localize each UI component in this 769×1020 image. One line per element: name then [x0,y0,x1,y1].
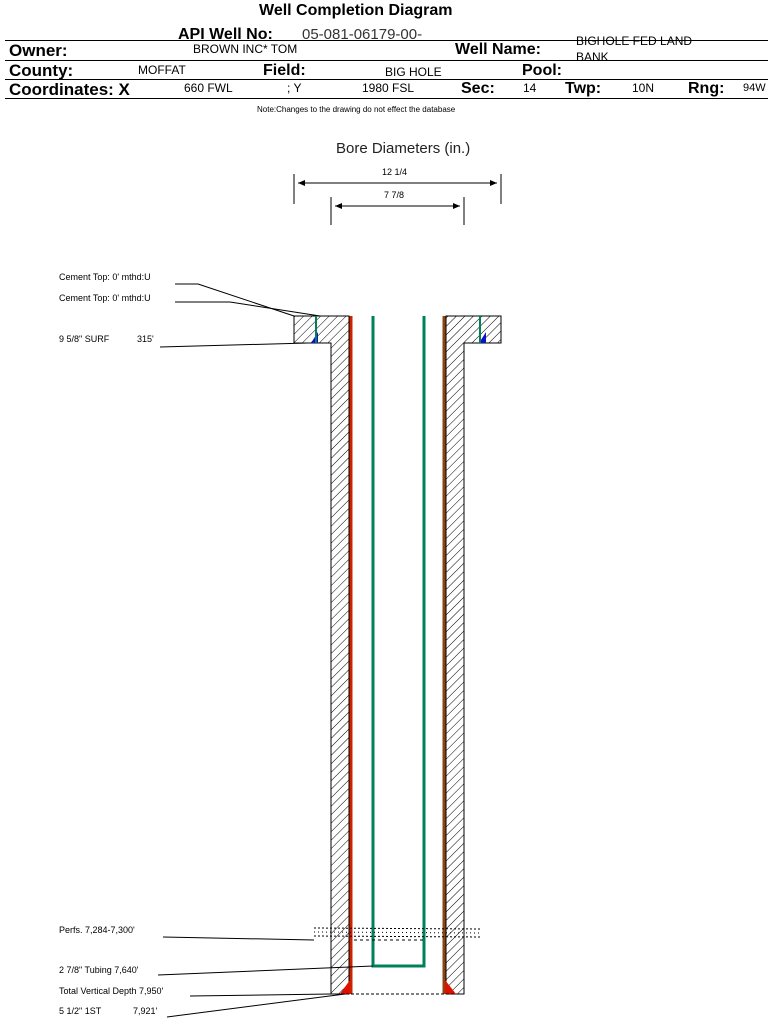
outer-bore-dimension [293,174,502,204]
county-value: MOFFAT [138,63,186,77]
production-casing-depth: 7,921' [133,1006,158,1016]
cement-top-label-1: Cement Top: 0' mthd:U [59,272,151,282]
bore-diameters-title: Bore Diameters (in.) [336,140,471,157]
inner-bore-dimension [330,197,465,225]
owner-label: Owner: [9,41,68,60]
page-title: Well Completion Diagram [259,2,453,19]
field-label: Field: [263,62,306,79]
sec-value: 14 [523,81,537,95]
pool-label: Pool: [522,62,562,79]
well-name-label: Well Name: [455,41,541,58]
api-label: API Well No: [178,26,273,43]
coordinates-label: Coordinates: X [9,80,130,99]
tubing-string [371,316,426,968]
bottom-cement-right [445,980,456,994]
leader-cement-top-1-b [197,283,295,317]
owner-value: BROWN INC* TOM [193,42,298,56]
twp-value: 10N [632,81,655,95]
tubing-label: 2 7/8" Tubing 7,640' [59,965,139,975]
leader-tvd [189,993,332,997]
coord-y-label: ; Y [287,81,302,95]
leader-tubing [157,965,374,976]
surface-hole-left [293,315,350,995]
bottom-cement-left [340,980,350,994]
tvd-label: Total Vertical Depth 7,950' [59,986,164,996]
rng-value: 94W [743,82,766,94]
perfs-label: Perfs. 7,284-7,300' [59,925,135,935]
inner-bore-label: 7 7/8 [384,190,405,200]
sec-label: Sec: [461,80,495,97]
note-text: Note:Changes to the drawing do not effec… [257,105,456,114]
cement-top-label-2: Cement Top: 0' mthd:U [59,293,151,303]
surface-casing-label: 9 5/8" SURF [59,334,110,344]
field-value: BIG HOLE [385,65,442,79]
twp-label: Twp: [565,80,602,97]
api-value: 05-081-06179-00- [302,26,423,43]
surface-hole-right [445,315,502,995]
header-rule-3 [5,79,768,80]
leader-surf-casing [159,342,309,348]
header-rule-4 [5,98,768,99]
perforations [313,927,483,941]
header-rule-2 [5,60,768,61]
rng-label: Rng: [688,80,725,97]
leader-cement-top-2-b [229,301,321,317]
leader-perfs [162,936,315,941]
county-label: County: [9,61,74,80]
production-casing-label: 5 1/2" 1ST [59,1006,102,1016]
surface-casing-depth: 315' [137,334,154,344]
coord-x-value: 660 FWL [184,81,233,95]
coord-y-value: 1980 FSL [362,81,415,95]
leader-production-casing [166,993,346,1018]
outer-bore-label: 12 1/4 [382,167,408,177]
well-name-value-line1: BIGHOLE FED LAND [576,34,693,48]
header-rule-1 [5,40,768,41]
